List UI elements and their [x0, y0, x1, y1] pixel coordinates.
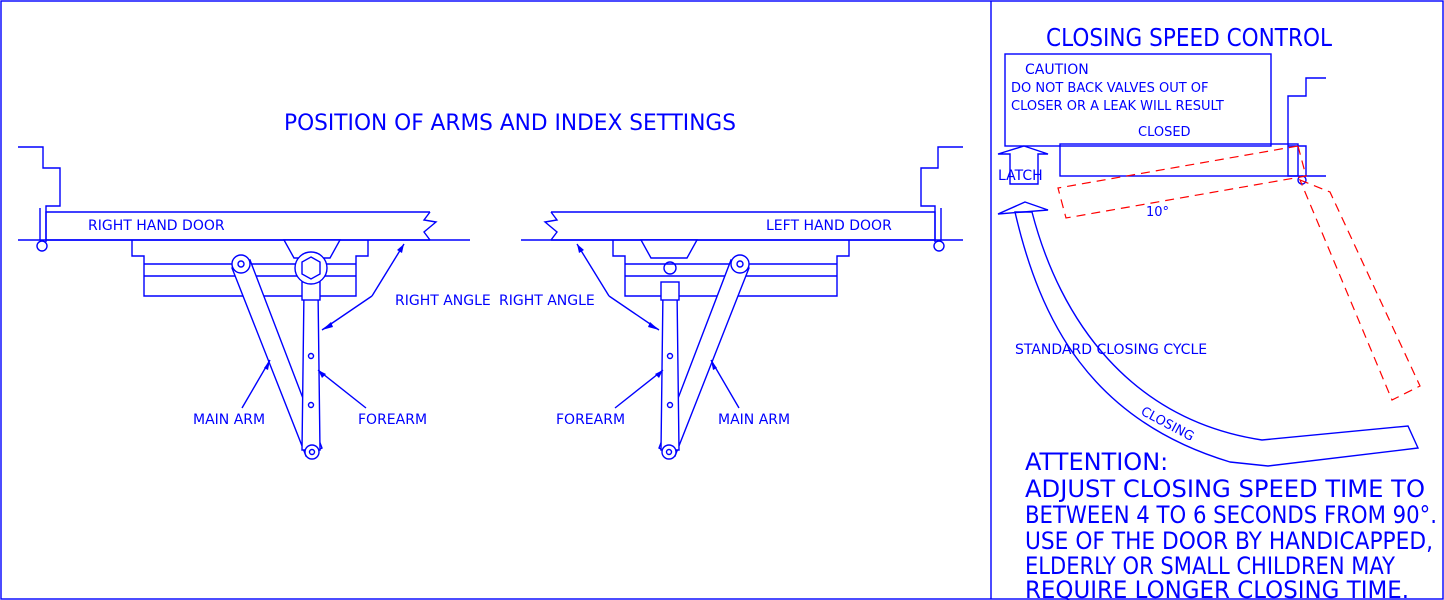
- rh-right-angle-arrow: [397, 244, 404, 253]
- rh-forearm-screw1: [307, 352, 315, 360]
- rh-door-label: RIGHT HAND DOOR: [88, 218, 225, 234]
- rh-door-panel: [45, 211, 430, 241]
- caution-line2: CLOSER OR A LEAK WILL RESULT: [1011, 99, 1224, 114]
- attention-line-5: REQUIRE LONGER CLOSING TIME.: [1025, 576, 1409, 600]
- lh-main-arm-pivot-bolt: [736, 260, 744, 268]
- angle-label: 10°: [1146, 205, 1169, 220]
- left-panel-title: POSITION OF ARMS AND INDEX SETTINGS: [284, 111, 736, 136]
- lh-door-break: [543, 211, 559, 241]
- door-10deg-dashed: [1057, 145, 1307, 219]
- rh-main-arm-label: MAIN ARM: [193, 412, 265, 428]
- lh-forearm-clamp: [660, 281, 680, 301]
- rh-forearm-clamp: [301, 281, 321, 301]
- lh-main-arm-pivot: [730, 254, 750, 274]
- lh-forearm-screw2: [666, 401, 674, 409]
- rh-main-arm-pivot-bolt: [237, 260, 245, 268]
- right-panel-title: CLOSING SPEED CONTROL: [1046, 23, 1332, 52]
- lh-arm-shoe: [639, 239, 699, 259]
- lh-arm-joint: [661, 444, 677, 460]
- closed-door: [1059, 143, 1299, 177]
- rh-door-frame: [18, 146, 61, 242]
- rh-right-angle-arrow2: [322, 322, 333, 330]
- lh-forearm-label: FOREARM: [556, 412, 625, 428]
- lh-door-hinge: [933, 240, 945, 252]
- lh-forearm-leader: [614, 369, 664, 409]
- lh-right-angle-label: RIGHT ANGLE: [499, 293, 595, 309]
- rh-arm-shoe: [282, 239, 342, 259]
- rh-main-arm-pivot: [231, 254, 251, 274]
- standard-cycle-label: STANDARD CLOSING CYCLE: [1015, 342, 1207, 358]
- rh-right-angle-label: RIGHT ANGLE: [395, 293, 491, 309]
- lh-forearm: [660, 289, 680, 451]
- lh-door-panel: [551, 211, 936, 241]
- rh-forearm: [301, 289, 321, 451]
- closing-cycle-arc: [1014, 211, 1420, 467]
- lh-arm-joint-pin: [665, 448, 673, 456]
- attention-heading: ATTENTION:: [1025, 448, 1168, 476]
- rh-forearm-label: FOREARM: [358, 412, 427, 428]
- caution-box: [1004, 53, 1272, 147]
- rh-main-arm-arrow: [264, 360, 270, 370]
- attention-line-4: ELDERLY OR SMALL CHILDREN MAY: [1025, 552, 1395, 580]
- caution-line1: DO NOT BACK VALVES OUT OF: [1011, 81, 1209, 96]
- attention-line-1: ADJUST CLOSING SPEED TIME TO: [1025, 475, 1425, 503]
- latch-label: LATCH: [998, 168, 1043, 184]
- latch-arrow-icon: [997, 145, 1049, 185]
- right-hand-door-assembly: RIGHT HAND DOOR RIGHT ANGLE MAIN ARM FOR…: [18, 146, 491, 460]
- speed-frame: [1287, 77, 1326, 177]
- closed-label: CLOSED: [1138, 125, 1191, 140]
- door-open-dashed: [1298, 178, 1421, 401]
- attention-line-2: BETWEEN 4 TO 6 SECONDS FROM 90°.: [1025, 501, 1437, 529]
- rh-arm-joint-pin: [308, 448, 316, 456]
- rh-spindle-nut: [301, 256, 321, 280]
- rh-right-angle-leader: [371, 243, 405, 297]
- lh-forearm-screw1: [666, 352, 674, 360]
- caution-heading: CAUTION: [1025, 62, 1089, 78]
- lh-right-angle-arrow: [577, 244, 584, 253]
- lh-spindle: [663, 261, 677, 275]
- rh-forearm-screw2: [307, 401, 315, 409]
- rh-forearm-arrow: [318, 370, 326, 378]
- rh-door-hinge: [36, 240, 48, 252]
- lh-door-label: LEFT HAND DOOR: [766, 218, 892, 234]
- lh-forearm-arrow: [655, 370, 663, 378]
- lh-door-frame: [920, 146, 963, 242]
- speed-frame-stop: [1288, 145, 1307, 176]
- rh-arm-joint: [304, 444, 320, 460]
- lh-main-arm-label: MAIN ARM: [718, 412, 790, 428]
- lh-main-arm-arrow: [711, 360, 717, 370]
- lh-right-angle-leader: [576, 243, 610, 297]
- rh-forearm-leader: [317, 369, 367, 409]
- rh-door-break: [422, 211, 438, 241]
- left-hand-door-assembly: [521, 146, 963, 460]
- lh-right-angle-arrow2: [648, 322, 659, 330]
- attention-line-3: USE OF THE DOOR BY HANDICAPPED,: [1025, 527, 1433, 555]
